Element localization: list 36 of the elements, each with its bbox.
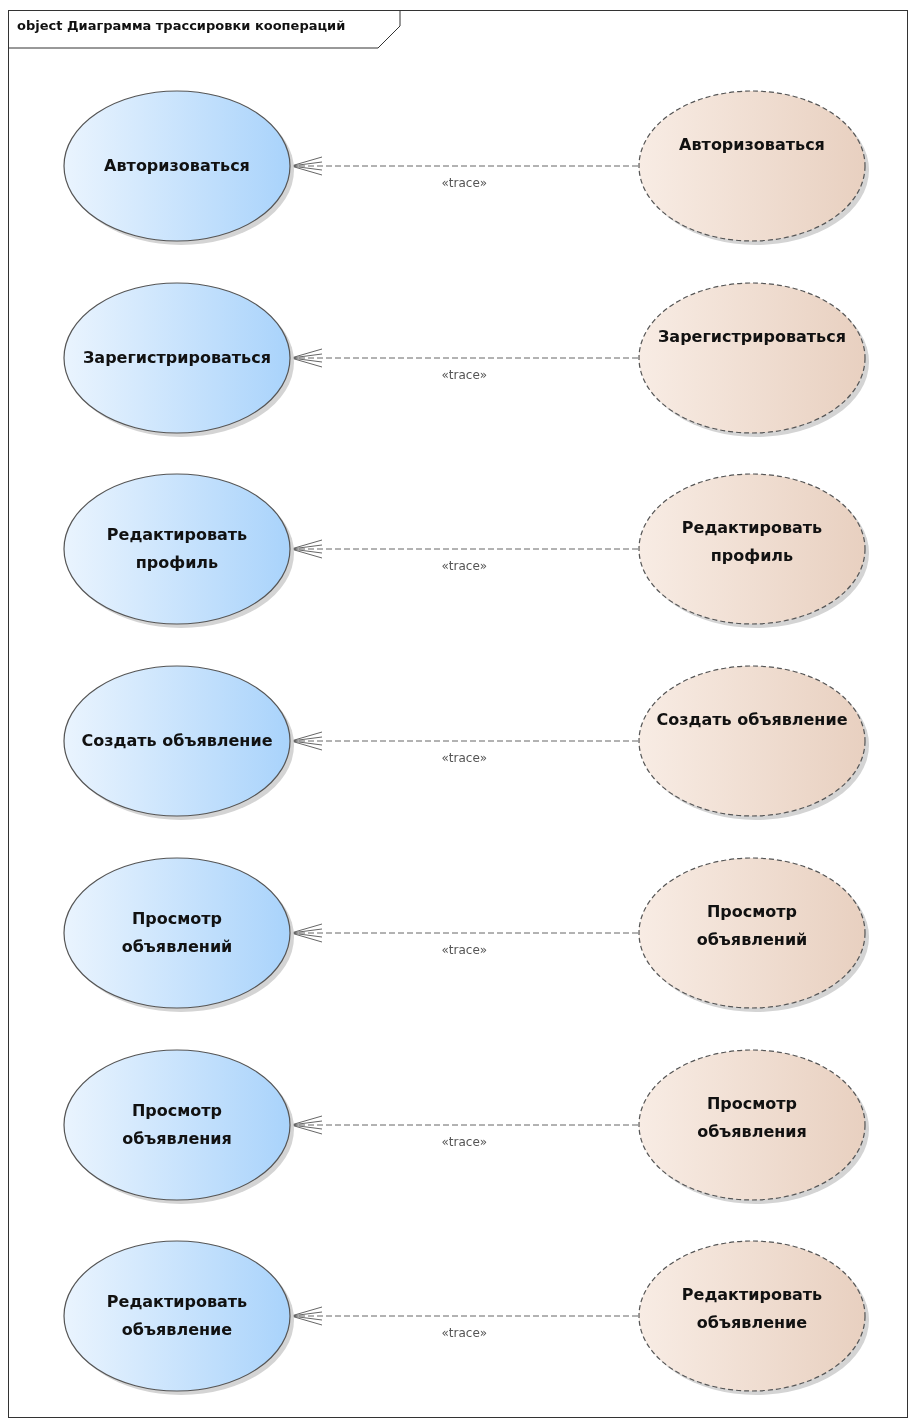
use-case-ellipse	[638, 282, 866, 434]
edge-label: «trace»	[439, 368, 490, 382]
use-case-ellipse	[638, 857, 866, 1009]
use-case-name: Редактировать профиль	[680, 516, 824, 567]
use-case-ellipse	[63, 857, 291, 1009]
use-case-name: Зарегистрироваться	[82, 347, 272, 369]
use-case-name: Просмотр объявления	[696, 1092, 808, 1143]
use-case-name: Просмотр объявлений	[120, 908, 234, 958]
use-case-name: Редактировать объявление	[680, 1283, 824, 1334]
use-case-ellipse	[638, 1049, 866, 1201]
use-case-name: Редактировать объявление	[105, 1291, 249, 1341]
edge-label: «trace»	[439, 1135, 490, 1149]
edge-label: «trace»	[439, 559, 490, 573]
edge-label: «trace»	[439, 176, 490, 190]
use-case-ellipse	[63, 90, 291, 242]
use-case-ellipse	[63, 1049, 291, 1201]
use-case-name: Редактировать профиль	[105, 524, 249, 574]
use-case-name: Просмотр объявлений	[695, 900, 809, 951]
use-case-name: Создать объявление	[81, 730, 273, 752]
use-case-ellipse	[638, 473, 866, 625]
use-case-name: Авторизоваться	[103, 155, 251, 177]
diagram-title: object Диаграмма трассировки коопераций	[17, 18, 346, 33]
use-case-ellipse	[638, 90, 866, 242]
use-case-ellipse	[63, 1240, 291, 1392]
use-case-ellipse	[63, 665, 291, 817]
use-case-name: Просмотр объявления	[121, 1100, 233, 1150]
use-case-ellipse	[63, 282, 291, 434]
edge-label: «trace»	[439, 943, 490, 957]
use-case-ellipse	[638, 1240, 866, 1392]
use-case-name: Зарегистрироваться	[657, 325, 847, 348]
edge-label: «trace»	[439, 751, 490, 765]
edge-label: «trace»	[439, 1326, 490, 1340]
use-case-name: Создать объявление	[656, 708, 848, 731]
use-case-ellipse	[63, 473, 291, 625]
use-case-name: Авторизоваться	[678, 133, 826, 156]
use-case-ellipse	[638, 665, 866, 817]
